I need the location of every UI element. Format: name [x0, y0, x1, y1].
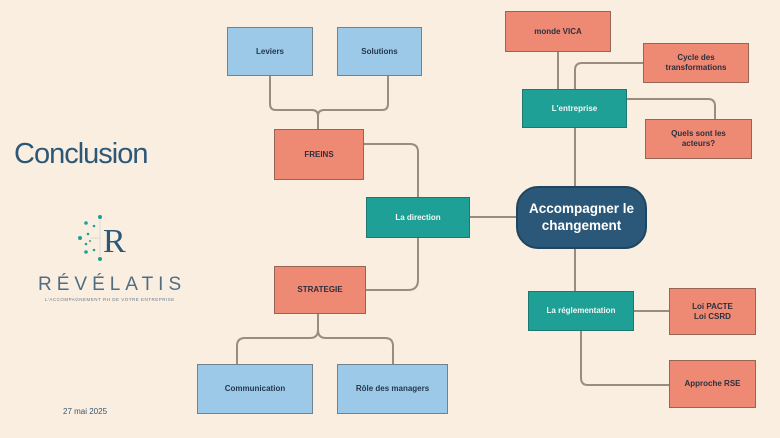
- node-lois: Loi PACTE Loi CSRD: [669, 288, 756, 335]
- node-monde-vica: monde VICA: [505, 11, 611, 52]
- node-acteurs: Quels sont les acteurs?: [645, 119, 752, 159]
- brand-tagline: L'ACCOMPAGNEMENT RH DE VOTRE ENTREPRISE: [45, 297, 175, 302]
- node-accompagner-le-changement: Accompagner le changement: [516, 186, 647, 249]
- node-strategie: STRATEGIE: [274, 266, 366, 314]
- slide-title: Conclusion: [14, 138, 148, 170]
- node-communication: Communication: [197, 364, 313, 414]
- node-la-direction: La direction: [366, 197, 470, 238]
- node-role-des-managers: Rôle des managers: [337, 364, 448, 414]
- slide-date: 27 mai 2025: [63, 407, 108, 416]
- node-freins: FREINS: [274, 129, 364, 180]
- node-cycle-transformations: Cycle des transformations: [643, 43, 749, 83]
- brand-name: RÉVÉLATIS: [38, 274, 187, 295]
- node-solutions: Solutions: [337, 27, 422, 76]
- node-approche-rse: Approche RSE: [669, 360, 756, 408]
- node-reglementation: La réglementation: [528, 291, 634, 331]
- node-entreprise: L'entreprise: [522, 89, 627, 128]
- node-leviers: Leviers: [227, 27, 313, 76]
- svg-text:R: R: [103, 223, 126, 260]
- revelatis-logo-icon: R: [78, 215, 126, 261]
